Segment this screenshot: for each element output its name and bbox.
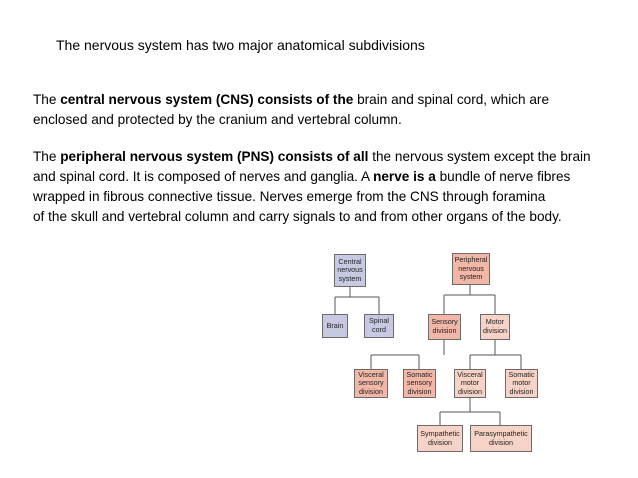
pns-line-2: and spinal cord. It is composed of nerve…: [33, 169, 571, 184]
pns-paragraph: The peripheral nervous system (PNS) cons…: [33, 147, 633, 227]
motor-connector: [469, 340, 522, 369]
pns-line-3: wrapped in fibrous connective tissue. Ne…: [33, 189, 546, 204]
slide-heading: The nervous system has two major anatomi…: [56, 37, 425, 53]
brain-box: Brain: [322, 314, 348, 338]
sympathetic-division-box: Sympathetic division: [417, 425, 463, 452]
diagram-connectors: [334, 285, 522, 425]
cns-paragraph: The central nervous system (CNS) consist…: [33, 90, 633, 130]
motor-division-box: Motor division: [480, 314, 510, 340]
cns-connector: [334, 287, 380, 314]
cns-line-2: enclosed and protected by the cranium an…: [33, 112, 402, 127]
cns-line-1: The central nervous system (CNS) consist…: [33, 92, 550, 107]
visceral-motor-division-box: Visceral motor division: [454, 369, 486, 398]
visceral-sensory-division-box: Visceral sensory division: [354, 369, 388, 398]
somatic-motor-division-box: Somatic motor division: [505, 369, 538, 398]
pns-connector: [443, 285, 496, 314]
pns-line-1: The peripheral nervous system (PNS) cons…: [33, 149, 591, 164]
central-nervous-system-box: Central nervous system: [334, 254, 366, 287]
sensory-connector: [370, 340, 445, 369]
somatic-sensory-division-box: Somatic sensory division: [403, 369, 436, 398]
peripheral-nervous-system-box: Peripheral nervous system: [452, 253, 490, 285]
pns-line-4: of the skull and vertebral column and ca…: [33, 209, 562, 224]
nervous-system-diagram: Central nervous system Peripheral nervou…: [318, 248, 548, 458]
parasympathetic-division-box: Parasympathetic division: [470, 425, 532, 452]
spinal-cord-box: Spinal cord: [364, 314, 394, 338]
autonomic-connector: [439, 397, 501, 425]
sensory-division-box: Sensory division: [428, 314, 461, 340]
